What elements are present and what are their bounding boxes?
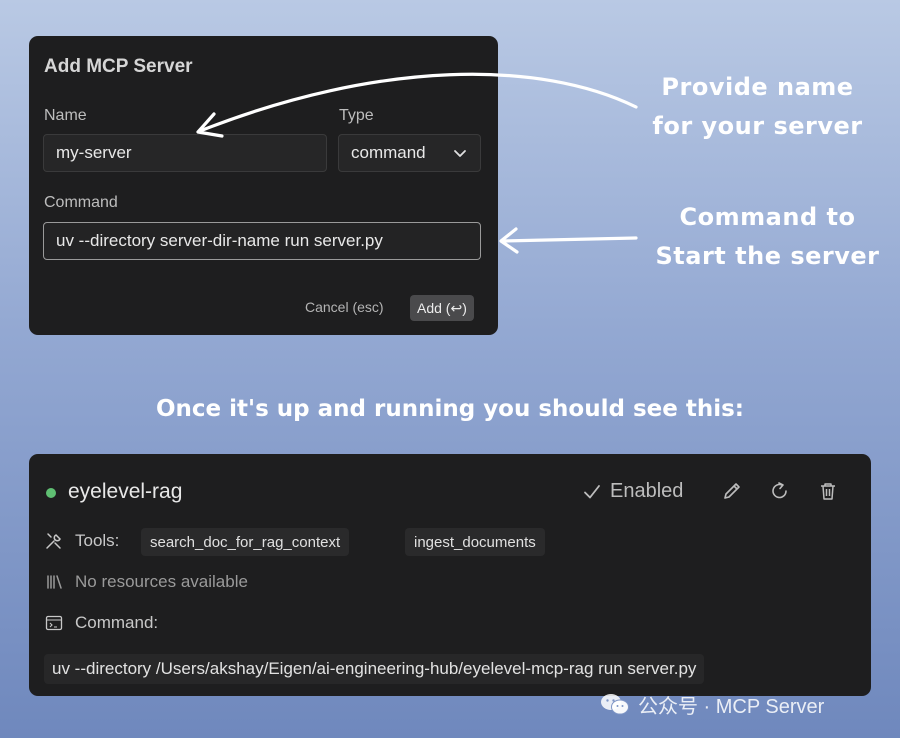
command-annotation-line2: Start the server bbox=[655, 242, 880, 270]
type-label: Type bbox=[339, 107, 374, 124]
wechat-logo-icon bbox=[601, 694, 629, 715]
add-button[interactable]: Add (↩) bbox=[410, 295, 474, 321]
terminal-icon bbox=[45, 615, 63, 631]
tools-icon bbox=[46, 533, 61, 549]
name-annotation-line1: Provide name bbox=[661, 73, 854, 101]
name-label: Name bbox=[44, 107, 87, 124]
type-select-value: command bbox=[351, 143, 426, 162]
trash-icon[interactable] bbox=[817, 480, 839, 502]
command-arrow bbox=[499, 227, 638, 254]
status-dot bbox=[46, 488, 56, 498]
headline-text: Once it's up and running you should see … bbox=[156, 396, 744, 422]
tool-chip: ingest_documents bbox=[405, 528, 545, 556]
cancel-button[interactable]: Cancel (esc) bbox=[305, 299, 384, 315]
refresh-icon[interactable] bbox=[769, 480, 791, 502]
command-input-value: uv --directory server-dir-name run serve… bbox=[56, 231, 383, 250]
pencil-icon[interactable] bbox=[721, 480, 743, 502]
resources-label: No resources available bbox=[75, 572, 248, 591]
command-label: Command: bbox=[75, 613, 159, 632]
command-annotation: Command to Start the server bbox=[650, 198, 885, 276]
enabled-label: Enabled bbox=[610, 480, 684, 502]
name-input-value: my-server bbox=[56, 143, 132, 162]
server-card: eyelevel-rag Enabled Tools: search_doc_f… bbox=[29, 454, 871, 696]
command-label: Command bbox=[44, 194, 118, 211]
watermark-text: 公众号 · MCP Server bbox=[638, 695, 825, 718]
name-input[interactable]: my-server bbox=[43, 134, 327, 172]
command-value: uv --directory /Users/akshay/Eigen/ai-en… bbox=[44, 654, 705, 684]
name-annotation-line2: for your server bbox=[652, 112, 863, 140]
chevron-down-icon bbox=[454, 150, 466, 157]
library-icon bbox=[47, 575, 62, 589]
enabled-toggle[interactable]: Enabled bbox=[582, 480, 683, 503]
add-mcp-server-dialog: Add MCP Server Name my-server Type comma… bbox=[29, 36, 498, 335]
server-name: eyelevel-rag bbox=[68, 480, 183, 503]
name-annotation: Provide name for your server bbox=[640, 68, 875, 146]
type-select[interactable]: command bbox=[338, 134, 481, 172]
check-icon bbox=[584, 484, 600, 498]
tools-label: Tools: bbox=[75, 531, 120, 550]
command-input[interactable]: uv --directory server-dir-name run serve… bbox=[43, 222, 481, 260]
command-annotation-line1: Command to bbox=[679, 203, 856, 231]
tool-chip: search_doc_for_rag_context bbox=[141, 528, 350, 556]
dialog-title: Add MCP Server bbox=[44, 56, 193, 77]
watermark: 公众号 · MCP Server bbox=[600, 690, 824, 718]
